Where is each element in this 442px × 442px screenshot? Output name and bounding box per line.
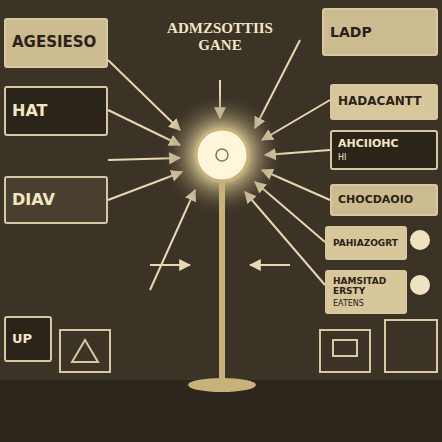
box-heading: DIAV	[12, 191, 100, 209]
box-heading: AHCIIOHC	[338, 138, 430, 151]
box-heading: LADP	[330, 24, 430, 40]
info-box: PAHIAZOGRT	[325, 226, 407, 260]
box-heading: HAMSITAD ERSTY	[333, 276, 399, 297]
box-body: EATENS	[333, 299, 399, 308]
info-box: AHCIIOHC HI	[330, 130, 438, 170]
diagram-title: ADMZSOTTIIS GANE	[150, 18, 290, 55]
info-box: AGESIESO	[4, 18, 108, 68]
round-icon	[409, 274, 431, 296]
box-heading: AGESIESO	[12, 34, 100, 51]
icon-panel	[385, 320, 437, 372]
box-heading: CHOCDAOIO	[338, 194, 430, 207]
box-heading: UP	[12, 332, 44, 347]
box-heading: HADACANTT	[338, 95, 430, 109]
icon-panel	[60, 330, 110, 372]
info-box: DIAV	[4, 176, 108, 224]
round-icon	[409, 229, 431, 251]
info-box: CHOCDAOIO	[330, 184, 438, 216]
lamp-bulb	[196, 129, 248, 181]
box-heading: PAHIAZOGRT	[333, 238, 399, 248]
info-box: UP	[4, 316, 52, 362]
info-box: HAMSITAD ERSTY EATENS	[325, 270, 407, 314]
box-body: HI	[338, 153, 430, 162]
info-box: LADP	[322, 8, 438, 56]
info-box: HADACANTT	[330, 84, 438, 120]
lamp-base	[188, 378, 256, 392]
info-box: HAT	[4, 86, 108, 136]
icon-panel	[320, 330, 370, 372]
lamp-stand	[219, 182, 225, 382]
box-heading: HAT	[12, 102, 100, 120]
